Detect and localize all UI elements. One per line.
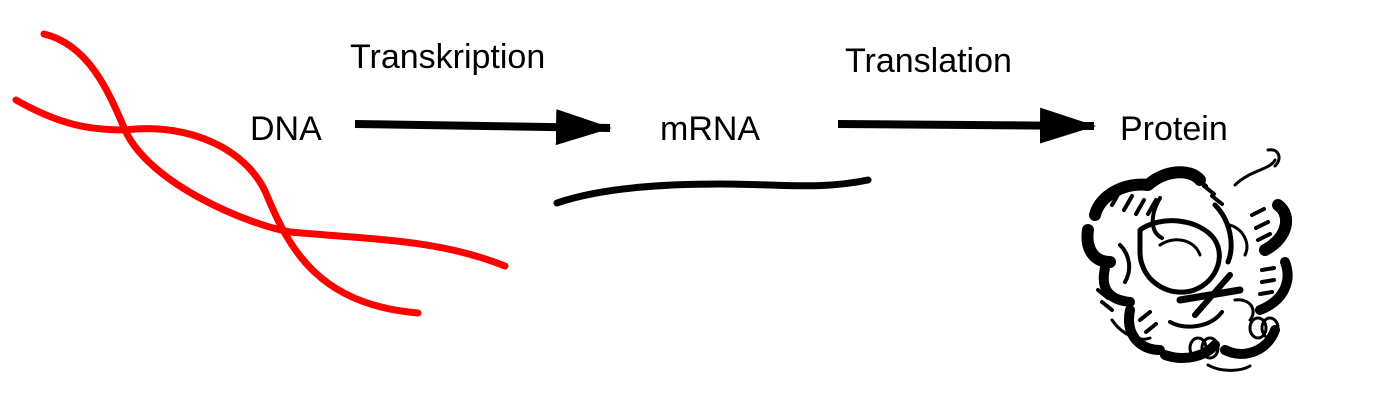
mrna-label: mRNA	[660, 110, 761, 148]
protein-structure-icon	[1081, 148, 1293, 372]
dna-strand-2	[12, 96, 422, 317]
translation-arrow	[837, 107, 1096, 144]
mrna-strand	[553, 176, 872, 207]
protein-label: Protein	[1120, 110, 1228, 148]
transcription-arrow	[354, 109, 612, 146]
dna-helix	[12, 30, 509, 317]
dna-strand-1	[40, 30, 509, 270]
translation-label: Translation	[845, 42, 1012, 80]
transcription-label: Transkription	[350, 38, 546, 76]
dna-label: DNA	[250, 110, 322, 148]
